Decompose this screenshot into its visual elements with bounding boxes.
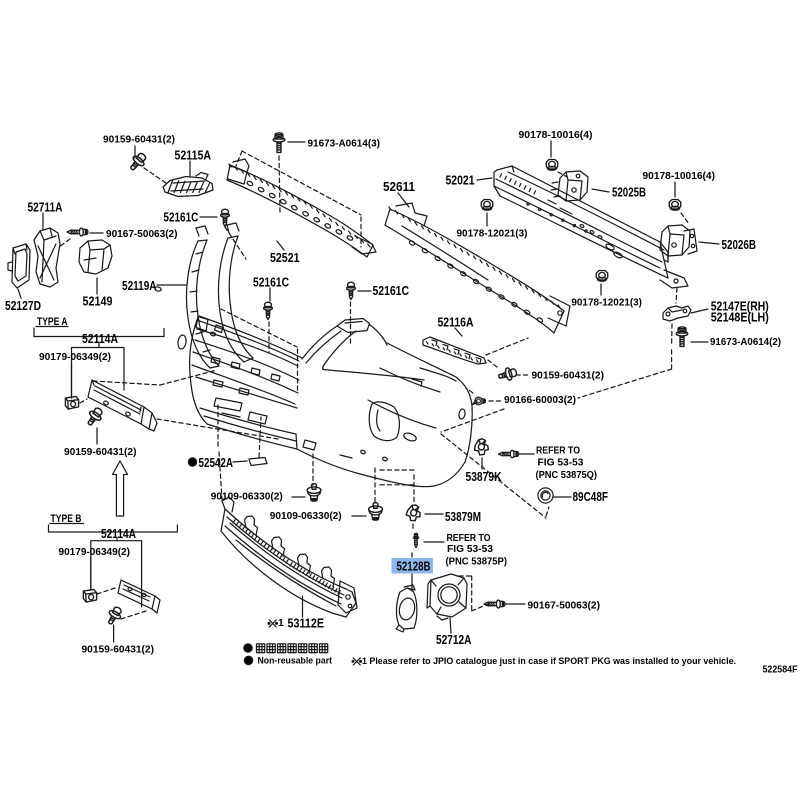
svg-text:52026B: 52026B — [722, 238, 757, 252]
svg-text:52115A: 52115A — [175, 149, 212, 163]
svg-text:90159-60431(2): 90159-60431(2) — [82, 644, 155, 656]
svg-text:90178-10016(4): 90178-10016(4) — [643, 170, 716, 182]
svg-text:89C48F: 89C48F — [573, 490, 609, 504]
svg-text:52128B: 52128B — [397, 560, 431, 574]
svg-text:90159-60431(2): 90159-60431(2) — [532, 370, 605, 382]
svg-text:90167-50063(2): 90167-50063(2) — [106, 228, 178, 240]
svg-text:52114A: 52114A — [101, 527, 136, 541]
svg-text:1 Please refer to JPIO catalog: 1 Please refer to JPIO catalogue just in… — [362, 655, 736, 666]
svg-text:52161C: 52161C — [373, 284, 410, 298]
svg-text:52114A: 52114A — [82, 332, 118, 346]
svg-text:52711A: 52711A — [28, 201, 63, 215]
svg-text:90109-06330(2): 90109-06330(2) — [270, 510, 342, 522]
svg-text:FIG 53-53: FIG 53-53 — [538, 457, 584, 469]
svg-text:90178-12021(3): 90178-12021(3) — [457, 228, 528, 240]
svg-text:(PNC 53875Q): (PNC 53875Q) — [536, 469, 598, 481]
svg-text:52119A: 52119A — [122, 279, 157, 293]
svg-text:522584F: 522584F — [763, 664, 798, 676]
svg-text:52149: 52149 — [83, 295, 113, 309]
svg-text:52148E(LH): 52148E(LH) — [711, 311, 769, 325]
svg-text:(PNC 53875P): (PNC 53875P) — [446, 556, 508, 568]
svg-text:52161C: 52161C — [253, 276, 289, 290]
svg-text:91673-A0614(2): 91673-A0614(2) — [710, 336, 781, 348]
svg-text:52116A: 52116A — [438, 316, 474, 330]
svg-text:REFER TO: REFER TO — [447, 532, 491, 544]
svg-text:90159-60431(2): 90159-60431(2) — [103, 134, 175, 146]
svg-text:53879M: 53879M — [445, 510, 481, 524]
svg-text:52021: 52021 — [446, 174, 475, 188]
svg-text:90166-60003(2): 90166-60003(2) — [504, 394, 576, 406]
svg-text:52611: 52611 — [383, 180, 415, 194]
svg-text:FIG 53-53: FIG 53-53 — [447, 543, 493, 555]
svg-text:53879K: 53879K — [466, 470, 502, 484]
svg-text:52127D: 52127D — [5, 299, 41, 313]
svg-text:Non-reusable part: Non-reusable part — [258, 655, 333, 666]
svg-text:52521: 52521 — [270, 251, 300, 265]
svg-text:52161C: 52161C — [163, 211, 198, 225]
svg-text:90109-06330(2): 90109-06330(2) — [211, 491, 283, 503]
svg-text:52147E(RH): 52147E(RH) — [711, 300, 769, 314]
svg-text:52542A: 52542A — [199, 456, 234, 470]
svg-text:90178-10016(4): 90178-10016(4) — [519, 129, 593, 141]
svg-text:90159-60431(2): 90159-60431(2) — [64, 446, 137, 458]
svg-text:90179-06349(2): 90179-06349(2) — [39, 351, 111, 363]
svg-text:52025B: 52025B — [612, 186, 646, 200]
svg-text:90179-06349(2): 90179-06349(2) — [59, 546, 131, 558]
svg-text:53112E: 53112E — [288, 617, 325, 631]
svg-text:TYPE B: TYPE B — [51, 513, 82, 525]
svg-text:1: 1 — [278, 617, 284, 629]
svg-text:52712A: 52712A — [436, 633, 472, 647]
svg-text:91673-A0614(3): 91673-A0614(3) — [308, 138, 381, 150]
svg-text:90167-50063(2): 90167-50063(2) — [528, 600, 601, 612]
svg-text:90178-12021(3): 90178-12021(3) — [571, 297, 642, 309]
svg-text:TYPE A: TYPE A — [37, 316, 68, 328]
svg-text:REFER TO: REFER TO — [536, 445, 580, 457]
